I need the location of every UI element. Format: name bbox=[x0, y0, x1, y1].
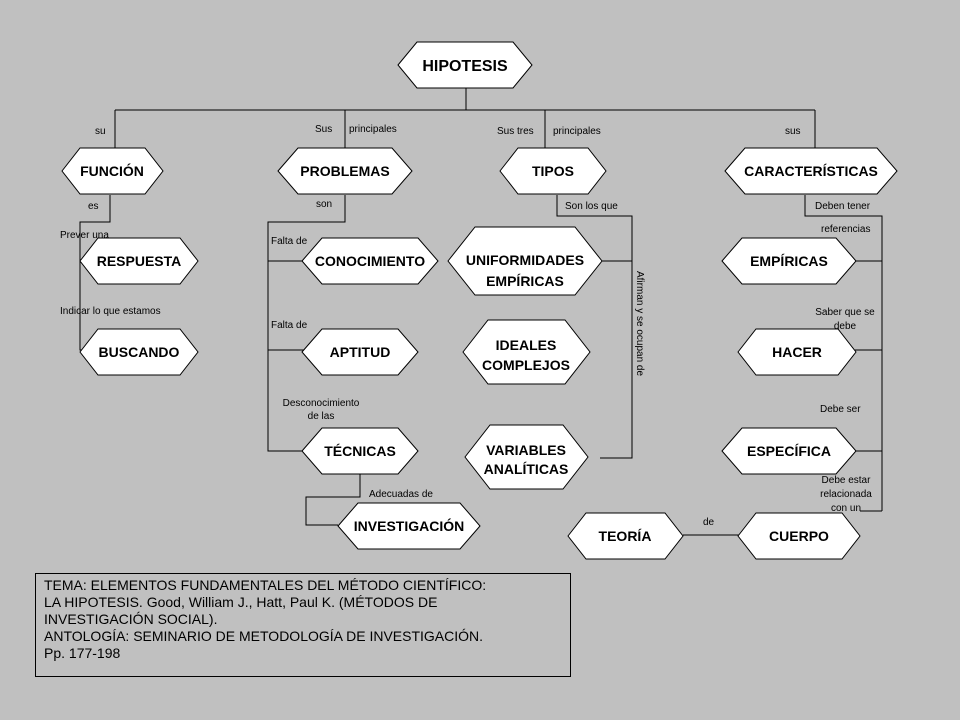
node-variables bbox=[464, 424, 589, 490]
label-saber-2: debe bbox=[834, 321, 857, 332]
node-labels: HIPOTESIS FUNCIÓN PROBLEMAS TIPOS CARACT… bbox=[80, 58, 878, 544]
edge-labels: su Sus principales Sus tres principales … bbox=[60, 124, 875, 528]
caption-line-1: TEMA: ELEMENTOS FUNDAMENTALES DEL MÉTODO… bbox=[44, 577, 487, 593]
node-cuerpo-label: CUERPO bbox=[769, 528, 829, 544]
node-investigacion bbox=[337, 502, 481, 550]
label-desconocimiento-2: de las bbox=[308, 411, 335, 422]
node-empiricas bbox=[721, 237, 857, 285]
label-es: es bbox=[88, 201, 99, 212]
label-principales: principales bbox=[349, 124, 397, 135]
node-conocimiento bbox=[301, 237, 439, 285]
node-funcion bbox=[61, 147, 164, 195]
node-caracteristicas bbox=[724, 147, 898, 195]
label-saber-1: Saber que se bbox=[815, 307, 875, 318]
caption-line-4: ANTOLOGÍA: SEMINARIO DE METODOLOGÍA DE I… bbox=[44, 628, 484, 644]
node-tecnicas-label: TÉCNICAS bbox=[324, 443, 396, 459]
node-tipos-label: TIPOS bbox=[532, 163, 574, 179]
node-teoria bbox=[567, 512, 684, 560]
label-adecuadas-de: Adecuadas de bbox=[369, 489, 433, 500]
label-sus: Sus bbox=[315, 124, 332, 135]
node-ideales bbox=[462, 319, 591, 385]
node-teoria-label: TEORÍA bbox=[599, 528, 652, 544]
node-buscando bbox=[79, 328, 199, 376]
node-uniformidades-label-2: EMPÍRICAS bbox=[486, 273, 564, 289]
label-falta-de-2: Falta de bbox=[271, 320, 308, 331]
node-hipotesis bbox=[397, 41, 533, 89]
label-debe-estar-2: relacionada bbox=[820, 489, 872, 500]
node-variables-label-1: VARIABLES bbox=[486, 442, 566, 458]
caption-line-2: LA HIPOTESIS. Good, William J., Hatt, Pa… bbox=[44, 594, 438, 610]
node-buscando-label: BUSCANDO bbox=[99, 344, 180, 360]
caption-line-5: Pp. 177-198 bbox=[44, 645, 121, 661]
label-son: son bbox=[316, 199, 332, 210]
node-ideales-label-1: IDEALES bbox=[496, 337, 557, 353]
label-falta-de-1: Falta de bbox=[271, 236, 308, 247]
node-uniformidades bbox=[447, 226, 603, 296]
node-caracteristicas-label: CARACTERÍSTICAS bbox=[744, 163, 878, 179]
label-deben-tener: Deben tener bbox=[815, 201, 871, 212]
source-caption: TEMA: ELEMENTOS FUNDAMENTALES DEL MÉTODO… bbox=[35, 573, 571, 677]
node-uniformidades-label-1: UNIFORMIDADES bbox=[466, 252, 584, 268]
label-su: su bbox=[95, 126, 106, 137]
node-funcion-label: FUNCIÓN bbox=[80, 162, 144, 179]
label-debe-estar-1: Debe estar bbox=[822, 475, 872, 486]
node-respuesta-label: RESPUESTA bbox=[97, 253, 182, 269]
node-especifica-label: ESPECÍFICA bbox=[747, 443, 831, 459]
node-cuerpo bbox=[737, 512, 861, 560]
caption-line-3: INVESTIGACIÓN SOCIAL). bbox=[44, 611, 218, 627]
label-debe-estar-3: con un bbox=[831, 503, 861, 514]
label-indicar: Indicar lo que estamos bbox=[60, 306, 161, 317]
node-tipos bbox=[499, 147, 607, 195]
node-respuesta bbox=[79, 237, 199, 285]
label-debe-ser: Debe ser bbox=[820, 404, 861, 415]
label-de: de bbox=[703, 517, 715, 528]
node-problemas-label: PROBLEMAS bbox=[300, 163, 389, 179]
label-desconocimiento-1: Desconocimiento bbox=[283, 398, 360, 409]
node-aptitud-label: APTITUD bbox=[330, 344, 391, 360]
label-prever-una: Prever una bbox=[60, 230, 109, 241]
node-hipotesis-label: HIPOTESIS bbox=[422, 58, 508, 75]
label-principales-2: principales bbox=[553, 126, 601, 137]
node-aptitud bbox=[301, 328, 419, 376]
node-empiricas-label: EMPÍRICAS bbox=[750, 253, 828, 269]
node-shapes bbox=[61, 41, 898, 560]
node-variables-label-2: ANALÍTICAS bbox=[484, 461, 569, 477]
node-conocimiento-label: CONOCIMIENTO bbox=[315, 253, 425, 269]
label-afirman: Afirman y se ocupan de bbox=[634, 271, 645, 376]
node-problemas bbox=[277, 147, 413, 195]
node-investigacion-label: INVESTIGACIÓN bbox=[354, 517, 464, 534]
node-hacer bbox=[737, 328, 857, 376]
label-sus-lower: sus bbox=[785, 126, 801, 137]
connector-lines bbox=[79, 88, 883, 536]
node-ideales-label-2: COMPLEJOS bbox=[482, 357, 570, 373]
label-sus-tres: Sus tres bbox=[497, 126, 534, 137]
node-tecnicas bbox=[301, 427, 419, 475]
node-hacer-label: HACER bbox=[772, 344, 822, 360]
label-referencias: referencias bbox=[821, 224, 870, 235]
label-son-los-que: Son los que bbox=[565, 201, 618, 212]
node-especifica bbox=[721, 427, 857, 475]
